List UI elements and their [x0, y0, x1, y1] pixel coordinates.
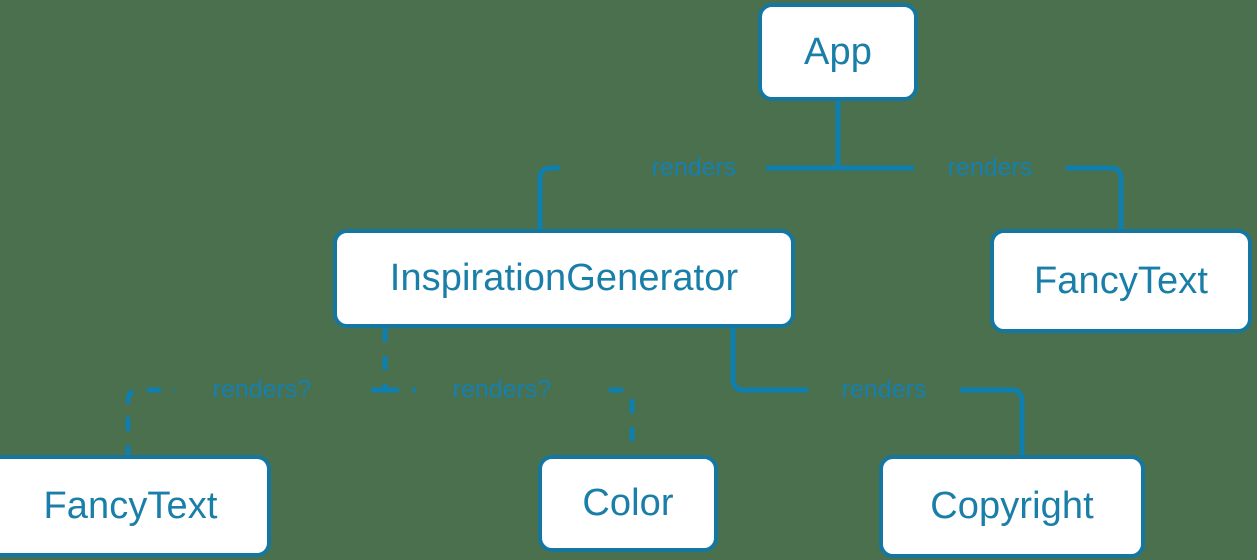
edge-app-inspgen-elbow	[537, 165, 560, 229]
node-fancytext-bottom[interactable]: FancyText	[0, 455, 271, 557]
node-color-label: Color	[582, 482, 674, 524]
edge-label-inspgen-copyright: renders	[842, 376, 927, 404]
node-copyright[interactable]: Copyright	[879, 455, 1145, 558]
node-inspiration-generator[interactable]: InspirationGenerator	[333, 229, 795, 328]
node-fancytext-bottom-label: FancyText	[43, 484, 218, 527]
edge-label-inspgen-fancytext: renders?	[213, 376, 312, 404]
node-app[interactable]: App	[758, 3, 918, 101]
node-app-label: App	[804, 30, 872, 73]
label-mask-renders-q-left	[176, 372, 368, 408]
label-mask-renders-q-right	[416, 372, 608, 408]
node-fancytext-right-label: FancyText	[1033, 259, 1209, 302]
node-fancytext-right[interactable]: FancyText	[990, 229, 1252, 333]
edge-label-app-inspgen: renders	[652, 154, 737, 182]
edge-label-app-fancytext: renders	[948, 154, 1033, 182]
edge-inspgen-fancytext	[125, 387, 385, 455]
label-mask-renders-copyright	[808, 372, 960, 408]
node-inspiration-generator-label: InspirationGenerator	[389, 257, 739, 299]
edge-inspgen-color	[385, 387, 635, 455]
edge-label-inspgen-color: renders?	[453, 376, 552, 404]
edge-app-fancytext-elbow	[838, 165, 1124, 229]
label-mask-renders-right	[914, 150, 1066, 186]
label-mask-renders-left	[618, 150, 766, 186]
node-copyright-label: Copyright	[930, 485, 1094, 527]
node-color[interactable]: Color	[538, 455, 718, 552]
